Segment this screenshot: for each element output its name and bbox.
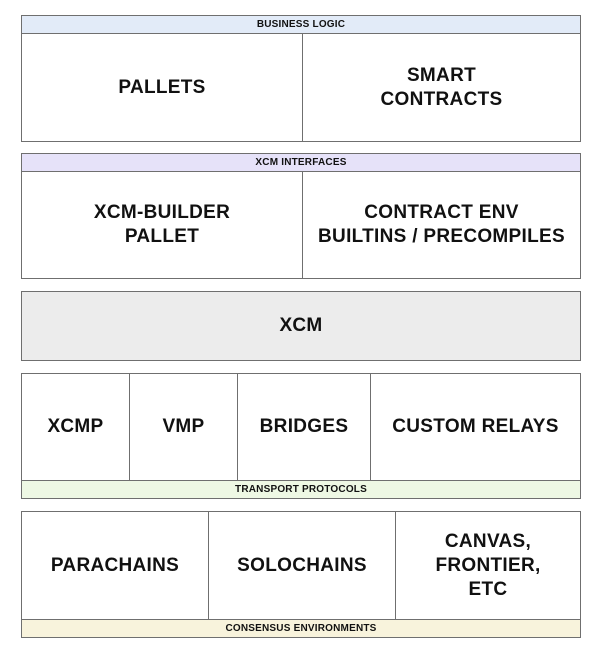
custom-relays-box: CUSTOM RELAYS (392, 416, 559, 437)
pallets-box: PALLETS (22, 34, 303, 141)
xcm-label: XCM (279, 315, 323, 336)
consensus-environments-cells: PARACHAINS SOLOCHAINS CANVAS, FRONTIER, … (22, 512, 580, 619)
xcm-interfaces-cells: XCM-BUILDER PALLET CONTRACT ENV BUILTINS… (22, 172, 580, 278)
business-logic-cells: PALLETS SMART CONTRACTS (22, 34, 580, 141)
parachains-box: PARACHAINS (22, 512, 209, 619)
vmp-box: VMP (130, 374, 238, 480)
xcm-interfaces-header: XCM INTERFACES (22, 154, 580, 172)
solochains-box: SOLOCHAINS (209, 512, 396, 619)
transport-protocols-cells: XCMP VMP BRIDGES CUSTOM RELAYS (22, 374, 580, 480)
business-logic-layer: BUSINESS LOGIC PALLETS SMART CONTRACTS (21, 15, 581, 142)
transport-protocols-footer: TRANSPORT PROTOCOLS (22, 480, 580, 498)
xcm-layer: XCM (21, 291, 581, 361)
business-logic-header: BUSINESS LOGIC (22, 16, 580, 34)
xcmp-box: XCMP (22, 374, 130, 480)
xcm-interfaces-layer: XCM INTERFACES XCM-BUILDER PALLET CONTRA… (21, 153, 581, 279)
xcm-builder-pallet-box: XCM-BUILDER PALLET (22, 172, 303, 278)
transport-protocols-layer: XCMP VMP BRIDGES CUSTOM RELAYS TRANSPORT… (21, 373, 581, 499)
consensus-environments-footer: CONSENSUS ENVIRONMENTS (22, 619, 580, 637)
canvas-frontier-etc-box: CANVAS, FRONTIER, ETC (435, 530, 541, 600)
smart-contracts-box: SMART CONTRACTS (380, 64, 503, 110)
contract-env-builtins-box: CONTRACT ENV BUILTINS / PRECOMPILES (318, 202, 565, 247)
bridges-box: BRIDGES (238, 374, 371, 480)
consensus-environments-layer: PARACHAINS SOLOCHAINS CANVAS, FRONTIER, … (21, 511, 581, 638)
